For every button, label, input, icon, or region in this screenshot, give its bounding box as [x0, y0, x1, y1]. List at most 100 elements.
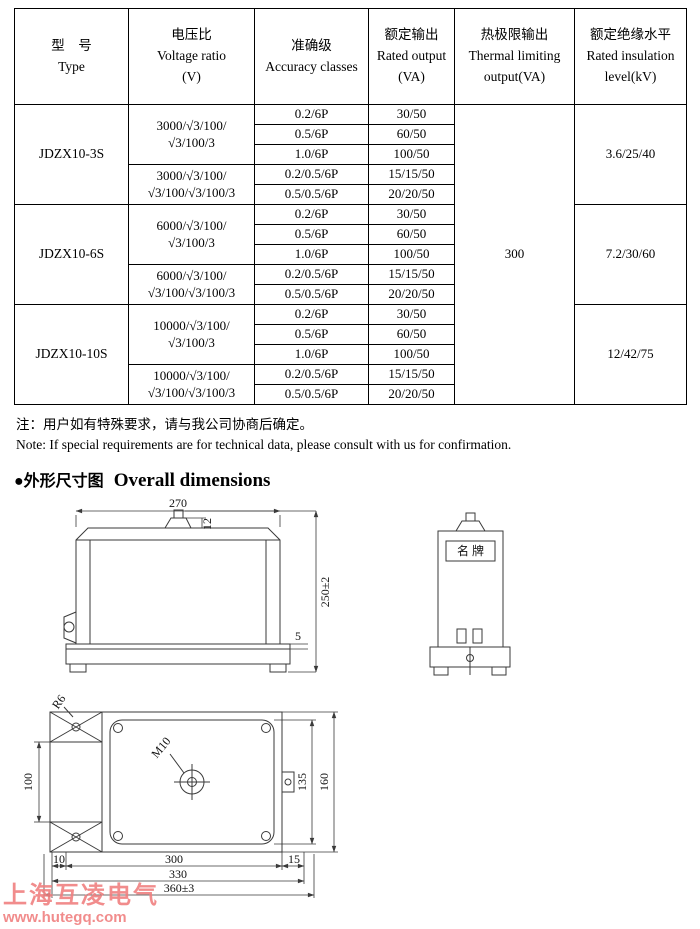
col-header-thermal-en: Thermal limiting [468, 48, 561, 64]
table-row: 10000/√3/100/ √3/100/√3/100/3 0.2/0.5/6P… [15, 364, 687, 405]
header-row: 型 号 Type 电压比 Voltage ratio (V) 准确级 Accur… [14, 8, 687, 105]
col-header-ratio: 电压比 Voltage ratio (V) [128, 8, 255, 105]
output-cell: 20/20/50 [368, 284, 455, 305]
thermal-cell: 300 [454, 104, 575, 405]
dim-plan-mid-width: 330 [169, 867, 187, 881]
accuracy-cell: 0.2/6P [254, 104, 369, 125]
type-cell: JDZX10-3S [14, 104, 129, 205]
table-row: 0.5/6P 60/50 [15, 324, 687, 345]
ratio-line1: 3000/√3/100/ [156, 167, 227, 183]
col-header-insulation-en: Rated insulation [586, 48, 675, 64]
ratio-line2: √3/100/3 [168, 334, 215, 350]
col-header-thermal-zh: 热极限输出 [480, 27, 549, 43]
output-cell: 15/15/50 [368, 164, 455, 185]
accuracy-cell: 0.5/0.5/6P [254, 384, 369, 405]
col-header-type-zh: 型 号 [51, 37, 92, 53]
col-header-insulation: 额定绝缘水平 Rated insulation level(kV) [574, 8, 687, 105]
output-cell: 100/50 [368, 144, 455, 165]
insulation-cell: 7.2/30/60 [574, 204, 687, 305]
accuracy-cell: 0.2/6P [254, 304, 369, 325]
watermark-name: 上海互凌电气 [3, 882, 159, 910]
dim-plan-corner-radius: R6 [49, 692, 69, 711]
output-cell: 60/50 [368, 324, 455, 345]
type-cell: JDZX10-10S [14, 304, 129, 405]
section-title-en: Overall dimensions [113, 470, 271, 492]
ratio-line2: √3/100/√3/100/3 [147, 184, 236, 200]
table-row: 3000/√3/100/ √3/100/√3/100/3 0.2/0.5/6P … [15, 164, 687, 205]
side-view-drawing: 名 牌 [429, 512, 511, 676]
output-cell: 30/50 [368, 104, 455, 125]
front-view-outline [63, 509, 291, 673]
table-row: 0.5/0.5/6P 20/20/50 [15, 384, 687, 405]
nameplate-label: 名 牌 [457, 543, 484, 558]
ratio-cell: 3000/√3/100/ √3/100/3 [128, 104, 255, 165]
col-header-thermal-en2: output(VA) [483, 68, 546, 84]
output-cell: 100/50 [368, 344, 455, 365]
accuracy-cell: 0.5/6P [254, 324, 369, 345]
note-en: Note: If special requirements are for te… [16, 436, 512, 452]
ratio-line1: 6000/√3/100/ [156, 217, 227, 233]
dim-plan-offset-right: 15 [288, 852, 300, 866]
section-title-zh: 外形尺寸图 [23, 473, 104, 491]
plan-view-dimension-lines [34, 711, 338, 899]
ratio-line2: √3/100/√3/100/3 [147, 284, 236, 300]
output-cell: 20/20/50 [368, 184, 455, 205]
ratio-cell: 10000/√3/100/ √3/100/√3/100/3 [128, 364, 255, 405]
output-cell: 30/50 [368, 304, 455, 325]
dimension-drawings-top: 270 12 250±2 5 名 牌 [28, 496, 700, 692]
ratio-line2: √3/100/√3/100/3 [147, 384, 236, 400]
table-row: JDZX10-3S 3000/√3/100/ √3/100/3 0.2/6P 3… [14, 104, 687, 405]
dim-plan-outer-depth: 160 [317, 773, 331, 791]
ratio-cell: 10000/√3/100/ √3/100/3 [128, 304, 255, 365]
accuracy-cell: 0.5/0.5/6P [254, 184, 369, 205]
accuracy-cell: 1.0/6P [254, 244, 369, 265]
col-header-output-zh: 额定输出 [384, 27, 439, 43]
dim-plan-inner-depth: 135 [295, 773, 309, 791]
output-cell: 60/50 [368, 124, 455, 145]
col-header-ratio-en: Voltage ratio [156, 48, 227, 64]
col-header-insulation-en2: level(kV) [604, 68, 657, 84]
ratio-line2: √3/100/3 [168, 134, 215, 150]
dim-plan-offset-left: 10 [53, 852, 65, 866]
front-view-dimension-lines [75, 508, 319, 673]
table-row: 0.5/0.5/6P 20/20/50 [15, 284, 687, 305]
plan-view-outline [49, 706, 295, 853]
output-cell: 15/15/50 [368, 364, 455, 385]
col-header-accuracy: 准确级 Accuracy classes [254, 8, 369, 105]
col-header-ratio-zh: 电压比 [171, 27, 212, 43]
col-header-thermal: 热极限输出 Thermal limiting output(VA) [454, 8, 575, 105]
ratio-cell: 3000/√3/100/ √3/100/√3/100/3 [128, 164, 255, 205]
ratio-line1: 10000/√3/100/ [153, 367, 230, 383]
type-cell: JDZX10-6S [14, 204, 129, 305]
col-header-accuracy-zh: 准确级 [291, 37, 332, 53]
output-cell: 15/15/50 [368, 264, 455, 285]
ratio-cell: 6000/√3/100/ √3/100/3 [128, 204, 255, 265]
output-cell: 30/50 [368, 204, 455, 225]
ratio-cell: 6000/√3/100/ √3/100/√3/100/3 [128, 264, 255, 305]
table-row: 1.0/6P 100/50 [15, 344, 687, 365]
dim-plan-left-height: 100 [21, 773, 35, 791]
dim-front-bump-height: 12 [200, 518, 214, 530]
col-header-output-en: Rated output [376, 48, 447, 64]
dim-plan-bolt: M10 [148, 734, 173, 760]
col-header-output: 额定输出 Rated output (VA) [368, 8, 455, 105]
spec-table: 型 号 Type 电压比 Voltage ratio (V) 准确级 Accur… [14, 8, 687, 405]
output-cell: 20/20/50 [368, 384, 455, 405]
accuracy-cell: 0.5/6P [254, 224, 369, 245]
insulation-cell: 12/42/75 [574, 304, 687, 405]
output-cell: 60/50 [368, 224, 455, 245]
col-header-insulation-zh: 额定绝缘水平 [590, 27, 671, 43]
col-header-ratio-unit: (V) [182, 68, 201, 84]
table-row: JDZX10-10S 10000/√3/100/ √3/100/3 0.2/6P… [14, 304, 687, 405]
ratio-line1: 3000/√3/100/ [156, 117, 227, 133]
accuracy-cell: 0.2/0.5/6P [254, 364, 369, 385]
accuracy-cell: 0.2/6P [254, 204, 369, 225]
accuracy-cell: 1.0/6P [254, 144, 369, 165]
ratio-line1: 6000/√3/100/ [156, 267, 227, 283]
dim-plan-body-width: 300 [165, 852, 183, 866]
accuracy-cell: 0.2/0.5/6P [254, 264, 369, 285]
ratio-line1: 10000/√3/100/ [153, 317, 230, 333]
side-view-outline [429, 512, 511, 676]
dim-front-height: 250±2 [318, 577, 332, 608]
table-row: 0.5/0.5/6P 20/20/50 [15, 184, 687, 205]
